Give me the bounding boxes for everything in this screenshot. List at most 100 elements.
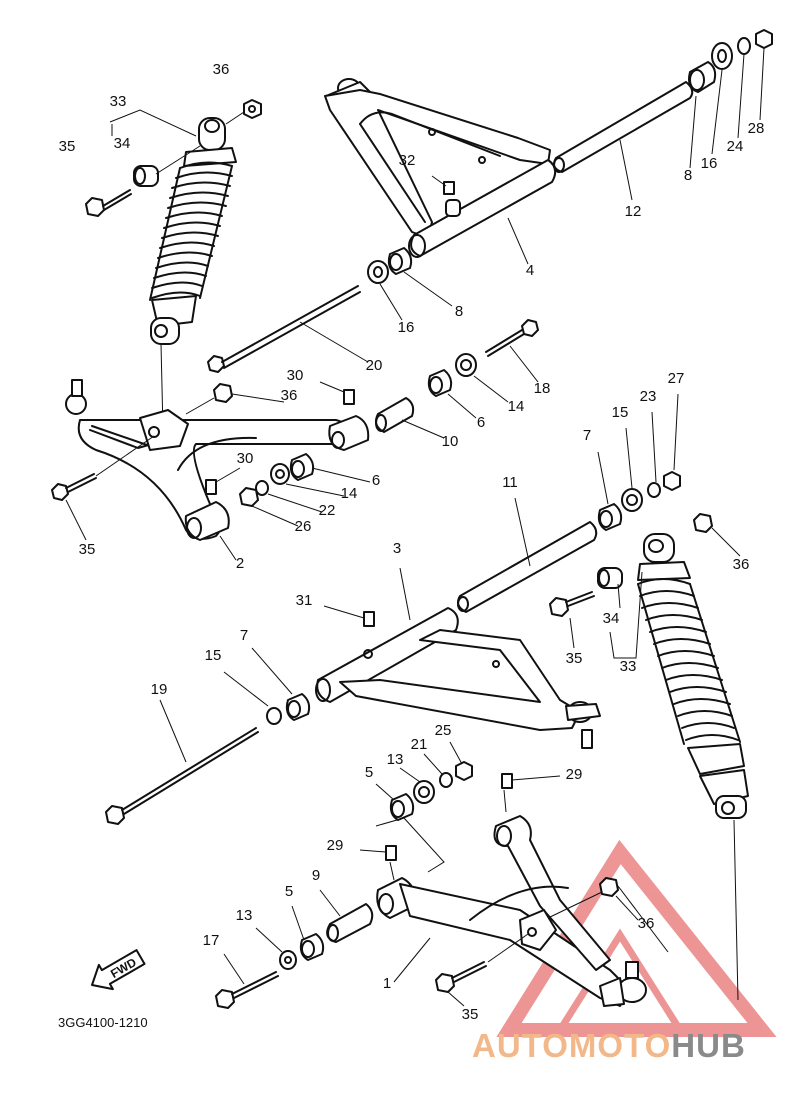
callout-15: 15 — [205, 647, 222, 664]
shock-absorber-upper — [149, 117, 237, 431]
nipple-32 — [431, 175, 455, 195]
callout-4: 4 — [526, 262, 534, 279]
callout-18: 18 — [534, 380, 551, 397]
callout-34: 34 — [603, 610, 620, 627]
callout-11: 11 — [502, 474, 518, 491]
callout-7: 7 — [583, 427, 591, 444]
bolt-18 — [485, 319, 539, 383]
callout-35: 35 — [59, 138, 76, 155]
bushings-15-7-left — [223, 647, 311, 725]
shaft-12 — [553, 81, 694, 201]
callout-21: 21 — [411, 736, 428, 753]
bolt-17 — [215, 953, 279, 1009]
bracket-33-right — [609, 571, 643, 659]
callout-36: 36 — [281, 387, 298, 404]
drawing-code: 3GG4100-1210 — [58, 1015, 148, 1030]
nut-36-upper — [225, 99, 262, 125]
leader-4 — [507, 217, 529, 265]
upper-arm-4 — [324, 78, 557, 258]
spacer-10 — [375, 397, 445, 439]
callout-12: 12 — [625, 203, 642, 220]
callout-9: 9 — [312, 867, 320, 884]
callout-30: 30 — [287, 367, 304, 384]
callout-16: 16 — [701, 155, 718, 172]
bracket-5-29 — [375, 817, 445, 873]
bushings-top-right — [688, 29, 773, 169]
nut-36-right — [693, 513, 741, 557]
callout-20: 20 — [366, 357, 383, 374]
callout-13: 13 — [387, 751, 404, 768]
watermark-part-b: HUB — [671, 1027, 746, 1064]
spacer-9 — [319, 889, 374, 943]
bolt-35-right — [549, 591, 595, 649]
callout-30: 30 — [237, 450, 254, 467]
callout-36: 36 — [213, 61, 230, 78]
shock-absorber-lower — [637, 533, 749, 1001]
callout-29: 29 — [327, 837, 344, 854]
callout-13: 13 — [236, 907, 253, 924]
callout-3: 3 — [393, 540, 401, 557]
callout-22: 22 — [319, 502, 336, 519]
nipple-30-top — [319, 381, 355, 405]
nipple-31 — [323, 605, 375, 627]
collars-6-14-22-26 — [219, 453, 371, 561]
collar-34-upper — [133, 165, 159, 187]
bushings-7-15-23-27 — [597, 393, 681, 531]
callout-33: 33 — [110, 93, 127, 110]
callout-2: 2 — [236, 555, 244, 572]
callout-6: 6 — [477, 414, 485, 431]
callout-24: 24 — [727, 138, 744, 155]
callout-32: 32 — [399, 152, 416, 169]
fwd-arrow-icon: FWD — [91, 949, 146, 991]
watermark-text: AUTOMOTOHUB — [472, 1027, 746, 1064]
callout-23: 23 — [640, 388, 657, 405]
bolt-35-upper — [85, 145, 201, 217]
nipple-29-left — [359, 845, 397, 881]
callout-19: 19 — [151, 681, 168, 698]
svg-text:AUTOMOTOHUB: AUTOMOTOHUB — [472, 1027, 746, 1064]
callout-36: 36 — [733, 556, 750, 573]
callout-8: 8 — [455, 303, 463, 320]
bolt-35-mid — [51, 435, 155, 541]
callout-15: 15 — [612, 404, 629, 421]
callout-5: 5 — [285, 883, 293, 900]
callout-16: 16 — [398, 319, 415, 336]
callout-29: 29 — [566, 766, 583, 783]
collars-5-13-21-25 — [375, 741, 473, 821]
callout-27: 27 — [668, 370, 685, 387]
nipple-29-right — [501, 773, 561, 813]
callout-28: 28 — [748, 120, 765, 137]
callout-35: 35 — [79, 541, 96, 558]
callout-34: 34 — [114, 135, 131, 152]
callout-7: 7 — [240, 627, 248, 644]
callout-6: 6 — [372, 472, 380, 489]
watermark-part-a: AUTOMOTO — [472, 1027, 671, 1064]
bolt-19 — [105, 699, 259, 825]
callout-25: 25 — [435, 722, 452, 739]
callout-26: 26 — [295, 518, 312, 535]
callout-36: 36 — [638, 915, 655, 932]
lower-arm-2 — [65, 379, 370, 541]
callout-35: 35 — [566, 650, 583, 667]
callout-14: 14 — [341, 485, 358, 502]
lower-arm-1 — [376, 815, 647, 1007]
nipple-30-lower — [205, 467, 241, 495]
nut-36-mid — [185, 383, 285, 415]
callout-35: 35 — [462, 1006, 479, 1023]
callout-numbers: 3633343532412816242816820181461030363061… — [59, 61, 765, 1023]
nut-36-lower — [547, 877, 669, 953]
collar-34-lower — [597, 567, 623, 609]
callout-33: 33 — [620, 658, 637, 675]
callout-17: 17 — [203, 932, 220, 949]
bracket-33-left — [109, 109, 197, 137]
collars-14-6-upper — [427, 353, 509, 419]
callout-10: 10 — [442, 433, 459, 450]
bolt-35-lower — [435, 933, 529, 1007]
upper-arm-3 — [315, 567, 601, 749]
callout-5: 5 — [365, 764, 373, 781]
callout-14: 14 — [508, 398, 525, 415]
callout-31: 31 — [296, 592, 313, 609]
collars-5-13-lower — [255, 905, 325, 970]
